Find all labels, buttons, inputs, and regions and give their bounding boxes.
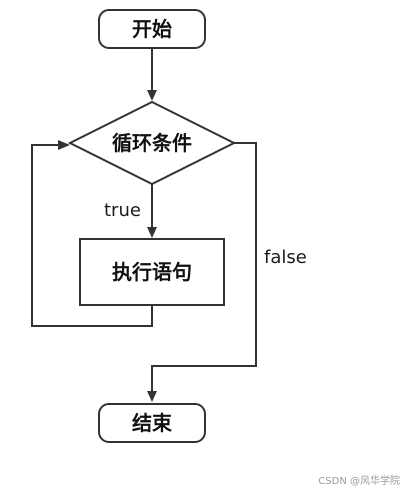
edge-start-to-condition (147, 48, 157, 101)
condition-node: 循环条件 (67, 100, 237, 186)
edge-false-label: false (264, 247, 307, 268)
condition-node-label: 循环条件 (112, 131, 192, 155)
start-node-label: 开始 (132, 17, 172, 41)
edge-false: false (147, 142, 307, 402)
edge-start-to-condition-arrowhead (147, 90, 157, 101)
edge-loop-back-line (31, 144, 153, 327)
edge-true-arrowhead (147, 227, 157, 238)
end-node-shape (98, 403, 206, 443)
end-node-label: 结束 (132, 411, 173, 435)
statement-node-shape (79, 238, 225, 306)
edge-false-arrowhead (147, 391, 157, 402)
start-node: 开始 (98, 9, 206, 49)
statement-node: 执行语句 (79, 238, 225, 306)
edge-loop-back-arrowhead (58, 140, 70, 150)
edge-true-label: true (104, 200, 141, 221)
edge-false-line (151, 142, 257, 393)
watermark-text: CSDN @风华学院 (318, 474, 400, 487)
edge-loop-back (31, 140, 153, 327)
edge-true: true (104, 184, 157, 238)
statement-node-label: 执行语句 (112, 260, 192, 284)
end-node: 结束 (98, 403, 206, 443)
